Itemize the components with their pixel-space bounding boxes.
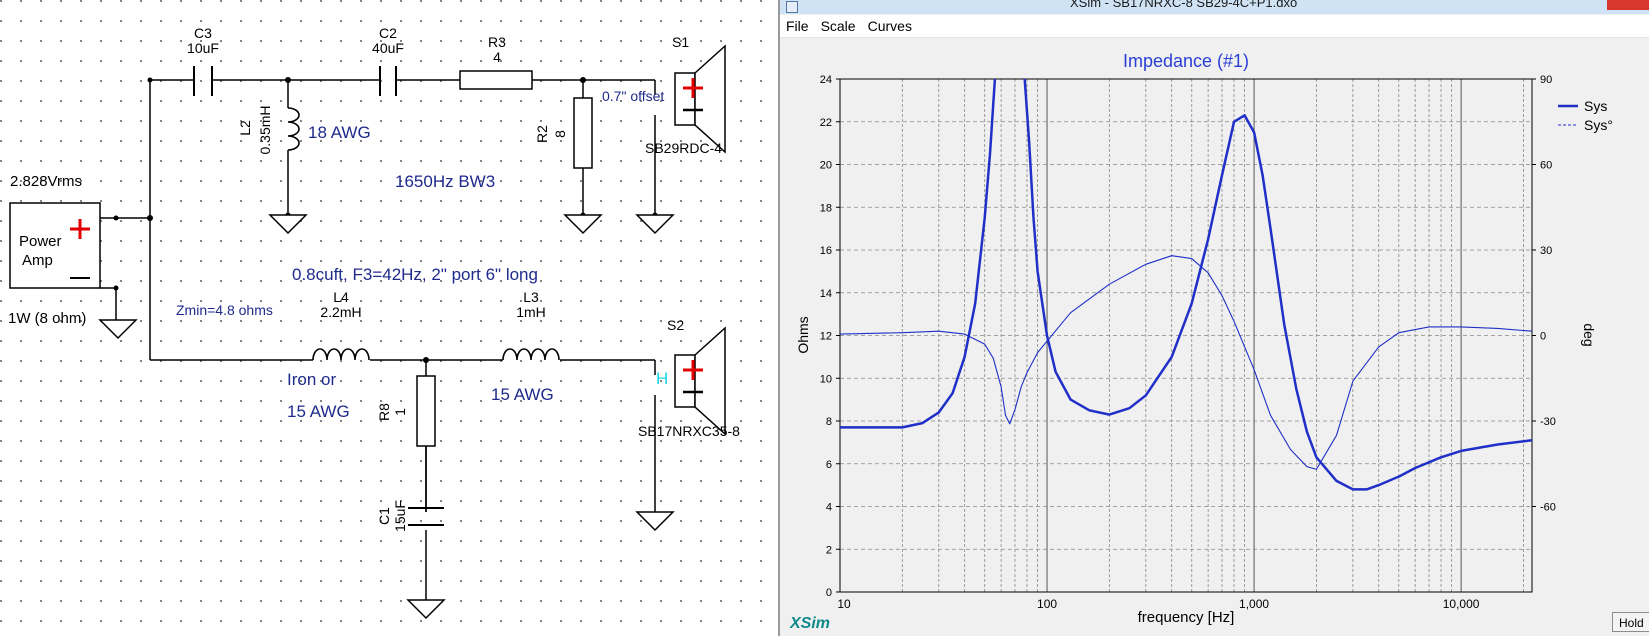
y-tick-label: 0 [826,587,832,599]
c2-name: C2 [379,25,397,41]
s1-model: SB29RDC-4 [645,140,722,156]
l2-name: L2 [237,120,253,136]
title-bar: XSim - SB17NRXC-8 SB29-4C+P1.dxo [780,0,1649,14]
y-tick-label: 12 [820,331,832,343]
menu-scale[interactable]: Scale [820,18,856,34]
s2-marker: H [656,369,668,388]
x-axis-label: frequency [Hz] [1138,609,1235,626]
legend: Sys Sys° [1558,98,1613,133]
box-note: 0.8cuft, F3=42Hz, 2" port 6" long [292,265,538,284]
y2-tick-label: 60 [1540,160,1552,172]
series-line-sys-phase [840,255,1532,470]
inductor-l2[interactable] [287,107,300,151]
power-amp[interactable]: Power Amp [9,202,101,289]
l4-core-note: Iron or [287,370,336,389]
r3-value: 4 [493,49,501,65]
l3-value: 1mH [516,304,546,320]
r8-value: 1 [392,408,408,416]
menu-bar: File Scale Curves [780,15,1649,38]
r2-name: R2 [534,125,550,143]
c3-value: 10uF [187,40,219,56]
r8-name: R8 [376,403,392,421]
r3-name: R3 [488,34,506,50]
y2-tick-label: -30 [1540,416,1556,428]
y-tick-label: 10 [820,373,832,385]
y-tick-label: 8 [826,416,832,428]
app-icon [786,1,798,13]
y-tick-label: 18 [820,202,832,214]
s2-name: S2 [667,317,684,333]
panel-divider [778,0,780,636]
y2-tick-label: 0 [1540,331,1546,343]
y-tick-label: 2 [826,544,832,556]
speaker-s2[interactable] [674,326,726,436]
crossover-schematic: Power Amp 2.828Vrms 1W (8 ohm) C3 10uF C… [0,0,778,636]
xsim-brand: XSim [789,615,830,632]
legend-label-sys: Sys [1584,98,1607,114]
xsim-window: XSim - SB17NRXC-8 SB29-4C+P1.dxo File Sca… [780,0,1649,636]
c1-name: C1 [376,507,392,525]
series-lines [840,79,1532,491]
l3-name: L3 [523,289,539,305]
x-tick-label: 100 [1037,597,1057,611]
dot-grid [0,0,778,636]
c1-value: 15uF [392,500,408,532]
chart-title: Impedance (#1) [1123,51,1249,71]
y-axis-label: Ohms [795,316,811,353]
amp-power-label: 1W (8 ohm) [8,310,86,327]
y-tick-label: 20 [820,160,832,172]
crossover-note: 1650Hz BW3 [395,172,495,191]
x-tick-label: 1,000 [1239,597,1269,611]
power-amp-label-2: Amp [22,252,53,269]
y-tick-label: 16 [820,245,832,257]
y2-tick-label: 90 [1540,74,1552,86]
ground-symbols [98,214,675,620]
window-title: XSim - SB17NRXC-8 SB29-4C+P1.dxo [1070,0,1298,10]
inductor-l4[interactable] [312,348,370,361]
x-tick-label: 10,000 [1443,597,1480,611]
hold-button[interactable]: Hold [1612,612,1649,632]
capacitor-c2[interactable] [379,66,397,96]
menu-curves[interactable]: Curves [867,18,912,34]
legend-label-sys-phase: Sys° [1584,117,1613,133]
inductor-l3[interactable] [502,348,560,361]
zmin-note: Zmin=4.8 ohms [176,302,273,318]
l4-name: L4 [333,289,349,305]
resistor-r2[interactable] [573,97,593,169]
speaker-s1[interactable] [674,44,726,154]
y-tick-label: 24 [820,74,832,86]
y2-axis-label: deg [1581,323,1597,346]
s1-name: S1 [672,34,689,50]
s1-offset-note: 0.7" offset [602,88,664,104]
y-tick-label: 4 [826,502,832,514]
close-icon[interactable] [1607,0,1649,10]
c2-value: 40uF [372,40,404,56]
s2-model: SB17NRXC35-8 [638,423,740,439]
c3-name: C3 [194,25,212,41]
series-line-sys [840,79,1532,491]
y2-tick-label: -60 [1540,502,1556,514]
power-amp-label: Power [19,233,62,250]
capacitor-c3[interactable] [193,66,213,96]
x-tick-label: 10 [837,597,851,611]
l2-value: 0.35mH [257,105,273,154]
y-tick-label: 6 [826,459,832,471]
amp-voltage-label: 2.828Vrms [10,173,82,190]
y2-tick-label: 30 [1540,245,1552,257]
l2-wire-note: 18 AWG [308,123,371,142]
resistor-r3[interactable] [459,70,533,90]
l3-wire-note: 15 AWG [491,385,554,404]
chart-grid [840,79,1532,592]
l4-value: 2.2mH [320,304,361,320]
resistor-r8[interactable] [416,375,436,447]
y-tick-label: 22 [820,117,832,129]
y-tick-label: 14 [820,288,832,300]
menu-file[interactable]: File [786,18,809,34]
l4-wire-note: 15 AWG [287,402,350,421]
r2-value: 8 [552,130,568,138]
wires [100,79,656,600]
